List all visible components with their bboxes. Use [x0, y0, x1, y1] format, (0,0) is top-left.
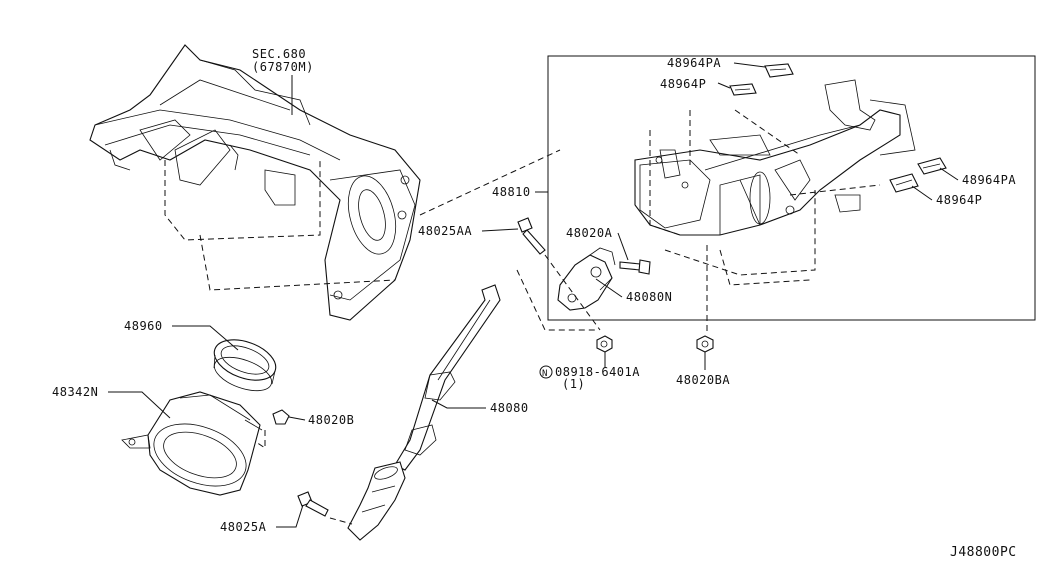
n-symbol-circle	[539, 365, 553, 379]
diagram-code: J48800PC	[950, 545, 1017, 560]
steering-column-assembly-drawing	[634, 79, 916, 236]
cross-member-drawing	[89, 44, 421, 321]
callout-48810: 48810	[492, 185, 531, 199]
clip-pads-top	[729, 63, 794, 96]
seal-ring-48960-drawing	[213, 339, 277, 392]
section-ref-line2: (67870M)	[252, 60, 314, 74]
callout-48342N: 48342N	[52, 385, 98, 399]
n-symbol-letter: N	[542, 369, 548, 379]
boot-48342N-drawing	[121, 391, 263, 496]
leader-lines	[108, 62, 959, 528]
bolt-48025AA	[517, 217, 546, 255]
callout-48964PA-top: 48964PA	[667, 56, 721, 70]
nut-08918	[596, 335, 613, 353]
clip-pads-right	[889, 157, 947, 193]
callout-48025A: 48025A	[220, 520, 267, 534]
callout-48964P-top: 48964P	[660, 77, 706, 91]
bolt-48020A	[619, 259, 651, 275]
bolt-48020B	[272, 409, 290, 425]
callout-48964PA-right: 48964PA	[962, 173, 1016, 187]
nut-48020BA	[696, 335, 714, 353]
callout-48020A: 48020A	[566, 226, 613, 240]
callout-48960: 48960	[124, 319, 163, 333]
bolt-48025A	[297, 491, 329, 517]
callout-48080N: 48080N	[626, 290, 672, 304]
callout-48964P-right: 48964P	[936, 193, 982, 207]
section-ref-line1: SEC.680	[252, 47, 306, 61]
intermediate-shaft-drawing	[347, 284, 501, 541]
universal-joint-drawing	[557, 247, 616, 311]
callout-08918-6401A: 08918-6401A	[555, 365, 640, 379]
part-callouts: 48964PA 48964P 48964PA 48964P 48810 4802…	[52, 56, 1016, 534]
section-reference: SEC.680 (67870M)	[252, 47, 314, 115]
callout-08918-qty: (1)	[562, 377, 585, 391]
callout-48020B: 48020B	[308, 413, 354, 427]
callout-48025AA: 48025AA	[418, 224, 472, 238]
callout-48020BA: 48020BA	[676, 373, 730, 387]
callout-48080: 48080	[490, 401, 529, 415]
column-assembly-box	[547, 55, 1036, 321]
